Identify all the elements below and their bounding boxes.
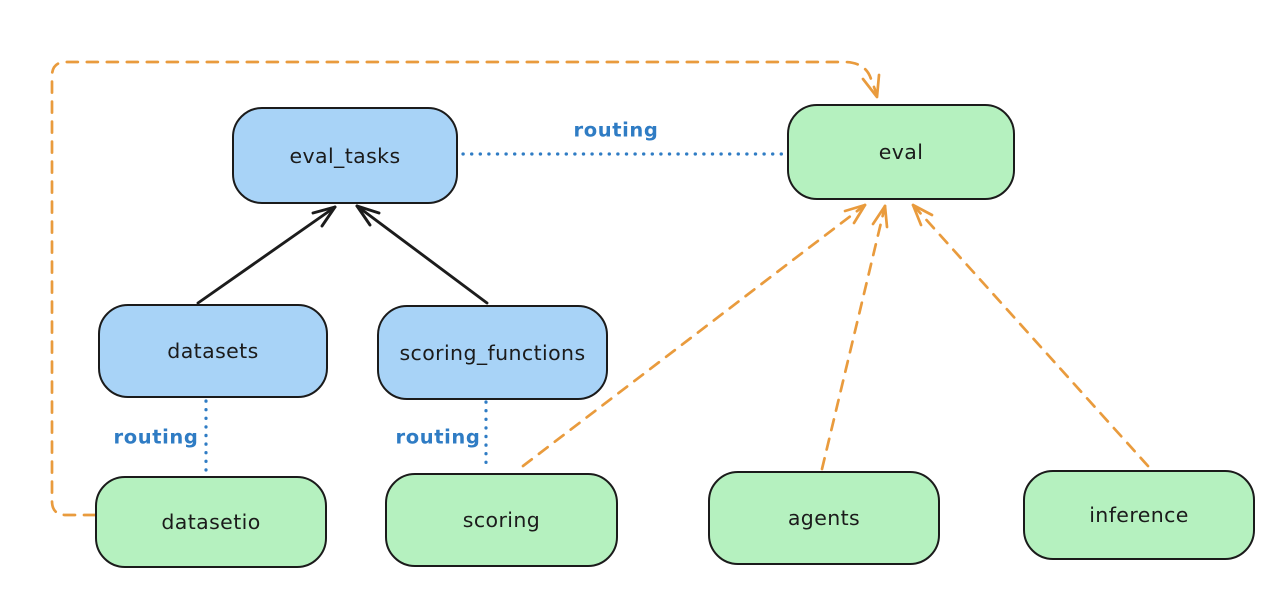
edge-label-routing-top: routing xyxy=(573,118,659,142)
edge-inference-to-eval xyxy=(911,203,1150,468)
node-scoring: scoring xyxy=(385,473,618,567)
node-datasets-label: datasets xyxy=(167,339,259,363)
node-datasetio-label: datasetio xyxy=(161,510,261,534)
edge-agents-to-eval xyxy=(820,204,889,471)
node-agents-label: agents xyxy=(787,506,861,530)
edge-scoring-functions-to-eval-tasks xyxy=(355,204,489,305)
node-inference-label: inference xyxy=(1089,503,1189,527)
node-scoring-functions-label: scoring_functions xyxy=(399,340,586,365)
edge-datasets-to-eval-tasks xyxy=(196,205,337,305)
edge-scoring-to-eval xyxy=(521,203,867,468)
node-inference: inference xyxy=(1023,470,1255,560)
node-eval: eval xyxy=(787,104,1015,200)
node-eval-tasks: eval_tasks xyxy=(232,107,458,204)
edge-label-routing-middle: routing xyxy=(395,425,481,449)
node-eval-label: eval xyxy=(878,140,924,164)
node-agents: agents xyxy=(708,471,940,565)
edge-datasetio-to-eval xyxy=(50,60,881,517)
node-datasetio: datasetio xyxy=(95,476,327,568)
node-scoring-functions: scoring_functions xyxy=(377,305,608,400)
edge-label-routing-left: routing xyxy=(113,425,199,449)
node-eval-tasks-label: eval_tasks xyxy=(289,143,401,168)
node-datasets: datasets xyxy=(98,304,328,398)
node-scoring-label: scoring xyxy=(462,508,541,532)
